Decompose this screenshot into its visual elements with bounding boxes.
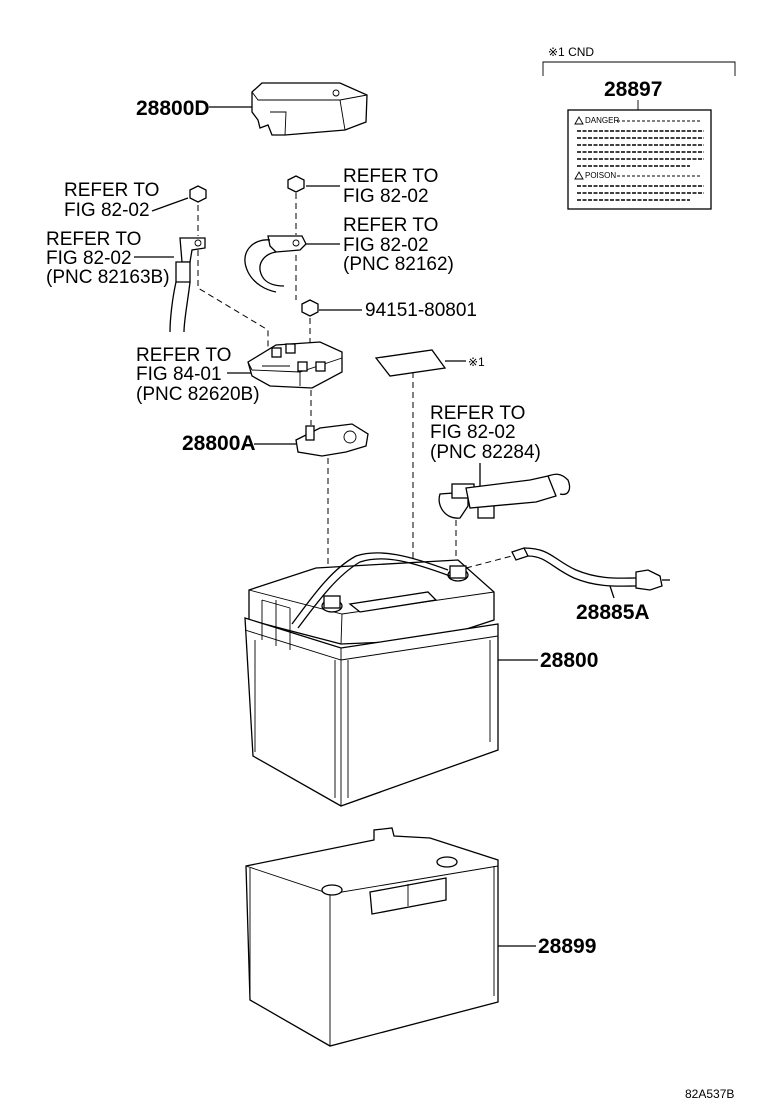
- positive-terminal-group: 28800A: [182, 423, 369, 598]
- ref4-line1: REFER TO: [343, 215, 438, 236]
- battery-group: 28800: [244, 552, 598, 807]
- ref4-line2: FIG 82-02: [343, 235, 429, 256]
- fuse-block-group: REFER TO FIG 84-01 (PNC 82620B): [136, 341, 343, 425]
- cable-eyelet: [267, 235, 307, 253]
- tray-hole-left: [321, 884, 343, 896]
- part-number-28885A[interactable]: 28885A: [576, 601, 650, 624]
- left-ground-cable-group: REFER TO FIG 82-02 REFER TO FIG 82-02 (P…: [46, 180, 269, 352]
- ref5-line2: FIG 84-01: [136, 364, 222, 385]
- ref6-line1: REFER TO: [430, 403, 525, 424]
- poison-text-lines: [577, 185, 704, 201]
- warning-triangle-icon-2: [574, 171, 584, 180]
- warning-label-group: ※1 CND 28897 DANGER POISON: [542, 45, 736, 210]
- mark1-text: ※1: [468, 355, 485, 369]
- label-placement-group: ※1: [374, 349, 485, 570]
- part-number-94151-80801[interactable]: 94151-80801: [365, 300, 477, 321]
- part-number-28897[interactable]: 28897: [604, 78, 662, 101]
- terminal-cover: [251, 82, 368, 136]
- center-upper-group: REFER TO FIG 82-02 REFER TO FIG 82-02 (P…: [244, 166, 477, 345]
- danger-text: DANGER: [585, 116, 619, 125]
- nut-left: [189, 185, 207, 203]
- battery-handle-slot: [348, 591, 438, 613]
- label-bracket: [542, 61, 736, 76]
- ref6-line2: FIG 82-02: [430, 422, 516, 443]
- terminal-cover-group: 28800D: [136, 82, 368, 136]
- ref5-line3: (PNC 82620B): [136, 384, 260, 405]
- ref3-line2: FIG 82-02: [343, 186, 429, 207]
- poison-text: POISON: [585, 171, 616, 180]
- part-number-28899[interactable]: 28899: [538, 935, 596, 958]
- nut-top: [287, 175, 305, 193]
- ref1-line2: FIG 82-02: [64, 200, 150, 221]
- ref4-line3: (PNC 82162): [343, 254, 454, 275]
- battery-tray-group: 28899: [245, 827, 596, 1047]
- diagram-code: 82A537B: [685, 1087, 734, 1101]
- battery-case: [244, 617, 499, 807]
- tray-hole-right: [436, 856, 458, 868]
- ref3-line1: REFER TO: [343, 166, 438, 187]
- ground-terminal-lug: [179, 237, 206, 263]
- ref5-line1: REFER TO: [136, 345, 231, 366]
- vent-hose-group: 28885A: [465, 547, 670, 624]
- part-number-28800A[interactable]: 28800A: [182, 432, 256, 455]
- ref1-line1: REFER TO: [64, 180, 159, 201]
- danger-text-lines: [577, 130, 704, 167]
- ref2-line2: FIG 82-02: [46, 248, 132, 269]
- ref2-line3: (PNC 82163B): [46, 267, 170, 288]
- nut-94151: [301, 299, 319, 317]
- label-sheet: [374, 349, 447, 377]
- label-note: ※1 CND: [548, 45, 594, 59]
- warning-triangle-icon: [574, 116, 584, 125]
- ref2-line1: REFER TO: [46, 229, 141, 250]
- leader-ref1: [151, 197, 189, 212]
- part-number-28800[interactable]: 28800: [540, 649, 598, 672]
- negative-cable-group: REFER TO FIG 82-02 (PNC 82284): [430, 403, 571, 566]
- ref6-line3: (PNC 82284): [430, 442, 541, 463]
- hose-connector: [635, 569, 663, 591]
- leader-28885A: [609, 585, 615, 599]
- hose-end: [511, 547, 529, 561]
- battery-tray: [245, 827, 499, 1047]
- part-number-28800D[interactable]: 28800D: [136, 97, 210, 120]
